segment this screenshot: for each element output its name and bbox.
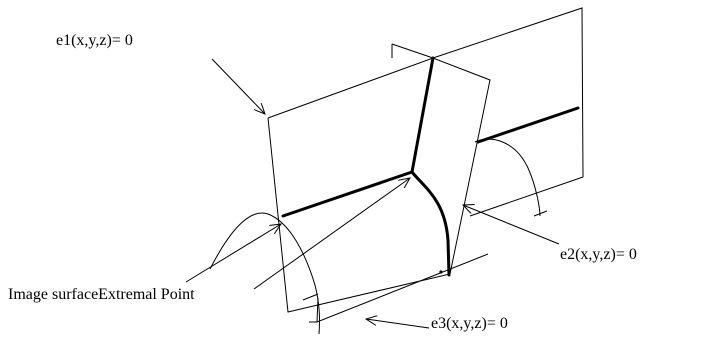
intersection-line-lower xyxy=(410,170,451,277)
extremal-point-dot xyxy=(439,270,443,274)
arrow-e2 xyxy=(463,205,560,245)
arrow-extremal-point xyxy=(253,178,410,290)
image-surface-curve-left xyxy=(209,212,320,335)
intersection-line-right xyxy=(476,106,580,144)
arrow-image-surface xyxy=(185,224,281,283)
intersection-line-upper xyxy=(410,56,435,174)
plane-e1 xyxy=(267,57,491,313)
label-image-surface-extremal-point: Image surfaceExtremal Point xyxy=(8,286,195,303)
label-e3: e3(x,y,z)= 0 xyxy=(431,315,508,332)
arrow-e1 xyxy=(211,58,265,114)
plane-e3 xyxy=(309,43,489,323)
plane-e2 xyxy=(432,7,584,217)
label-e1: e1(x,y,z)= 0 xyxy=(56,32,133,49)
tick-marks xyxy=(302,210,548,301)
label-e2: e2(x,y,z)= 0 xyxy=(560,246,637,263)
image-surface-curve-right xyxy=(474,138,541,217)
arrow-e3 xyxy=(366,319,430,329)
intersection-line-left xyxy=(281,170,414,218)
